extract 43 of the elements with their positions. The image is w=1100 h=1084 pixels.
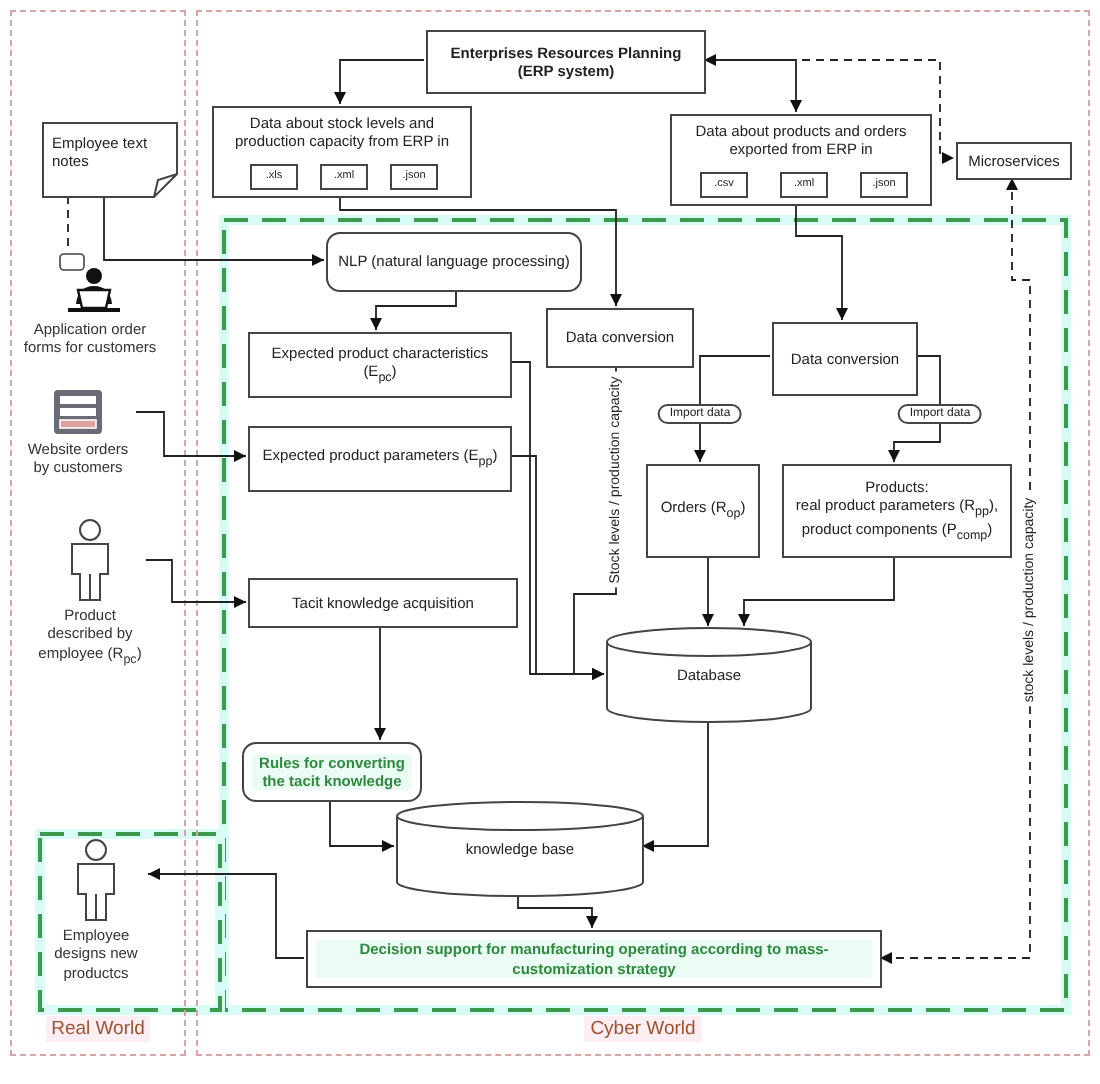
arrow — [795, 203, 848, 321]
arrow — [147, 868, 305, 959]
arrow — [329, 799, 395, 852]
arrow — [641, 719, 709, 852]
process-box — [212, 106, 472, 198]
arrow — [334, 59, 425, 105]
process-box — [306, 930, 882, 988]
process-box — [426, 30, 706, 94]
region-title: Real World — [45, 1016, 151, 1042]
file-format-box — [860, 172, 908, 198]
arrow — [694, 355, 771, 463]
process-box — [772, 322, 918, 396]
process-box — [248, 426, 512, 492]
process-box — [546, 308, 694, 368]
connector-line — [67, 195, 69, 251]
file-format-box — [700, 172, 748, 198]
process-box — [782, 464, 1012, 558]
arrow — [145, 559, 247, 608]
process-box — [670, 114, 932, 206]
file-format-box — [250, 164, 298, 190]
arrow — [888, 355, 941, 463]
arrow — [135, 411, 247, 462]
process-box — [248, 332, 512, 398]
arrow — [370, 289, 457, 331]
file-format-box — [780, 172, 828, 198]
region-frame — [196, 10, 1090, 1056]
process-box — [248, 578, 518, 628]
arrow — [738, 555, 895, 627]
rounded-process-box — [242, 742, 422, 802]
arrow — [103, 195, 325, 266]
process-box — [956, 142, 1072, 180]
arrow — [517, 893, 598, 929]
arrow — [509, 455, 605, 680]
arrow — [702, 555, 714, 627]
arrow — [339, 195, 622, 307]
arrow — [703, 54, 955, 164]
arrow — [374, 625, 386, 741]
region-title: Cyber World — [584, 1016, 702, 1042]
file-format-box — [390, 164, 438, 190]
file-format-box — [320, 164, 368, 190]
region-frame — [10, 10, 186, 1056]
process-box — [646, 464, 760, 558]
rounded-process-box — [326, 232, 582, 292]
